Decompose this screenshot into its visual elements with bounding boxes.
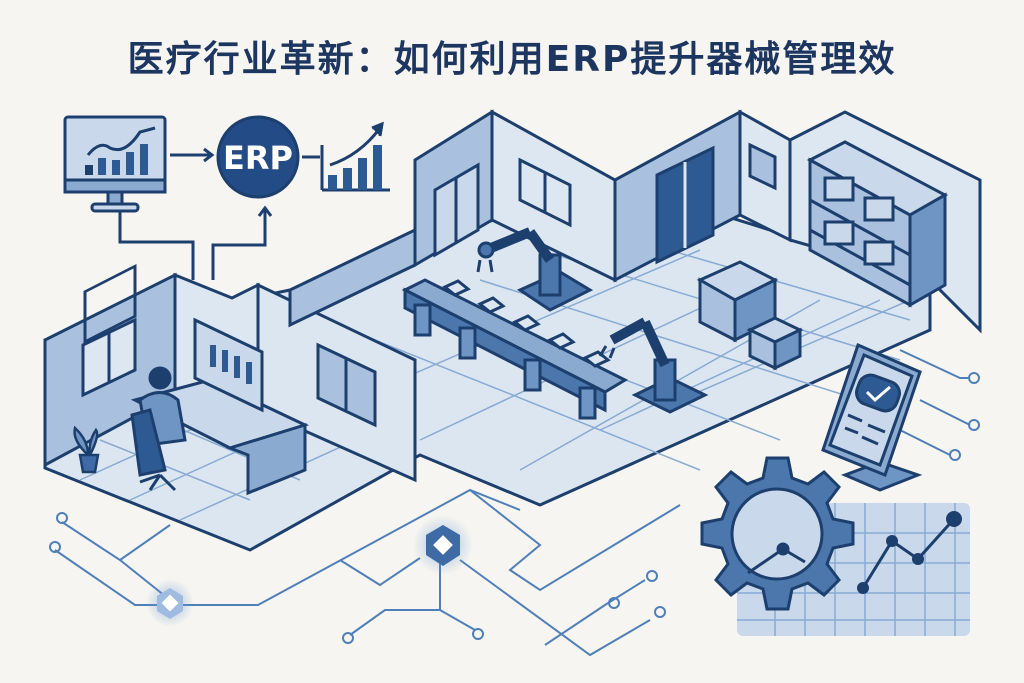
box-icon — [823, 176, 855, 202]
desk — [130, 378, 310, 496]
robot-arm-icon — [598, 317, 709, 414]
tablet-check-icon — [821, 342, 923, 492]
window-icon — [748, 142, 777, 191]
plant-icon — [73, 425, 100, 474]
circuit-node-icon — [426, 525, 460, 566]
circuit-lines — [49, 349, 980, 657]
growth-bar-chart-icon — [320, 121, 390, 192]
robot-arm-icon — [476, 227, 594, 312]
flow-arrows — [118, 147, 320, 280]
box-icon — [863, 196, 895, 222]
box-icon — [823, 220, 855, 246]
page-title: 医疗行业革新：如何利用ERP提升器械管理效 — [127, 39, 897, 80]
person-at-desk-icon — [130, 366, 187, 492]
computer-monitor-icon — [193, 317, 264, 413]
erp-hub: ERP — [216, 115, 300, 199]
conveyor-belt-icon — [401, 278, 629, 420]
shelf-icon — [806, 140, 949, 308]
monitor-chart-icon — [63, 115, 167, 213]
circuit-node-icon — [157, 588, 183, 619]
erp-label: ERP — [223, 139, 293, 177]
gear-icon — [700, 456, 855, 611]
boxes-icon — [696, 260, 804, 371]
box-icon — [863, 240, 895, 266]
